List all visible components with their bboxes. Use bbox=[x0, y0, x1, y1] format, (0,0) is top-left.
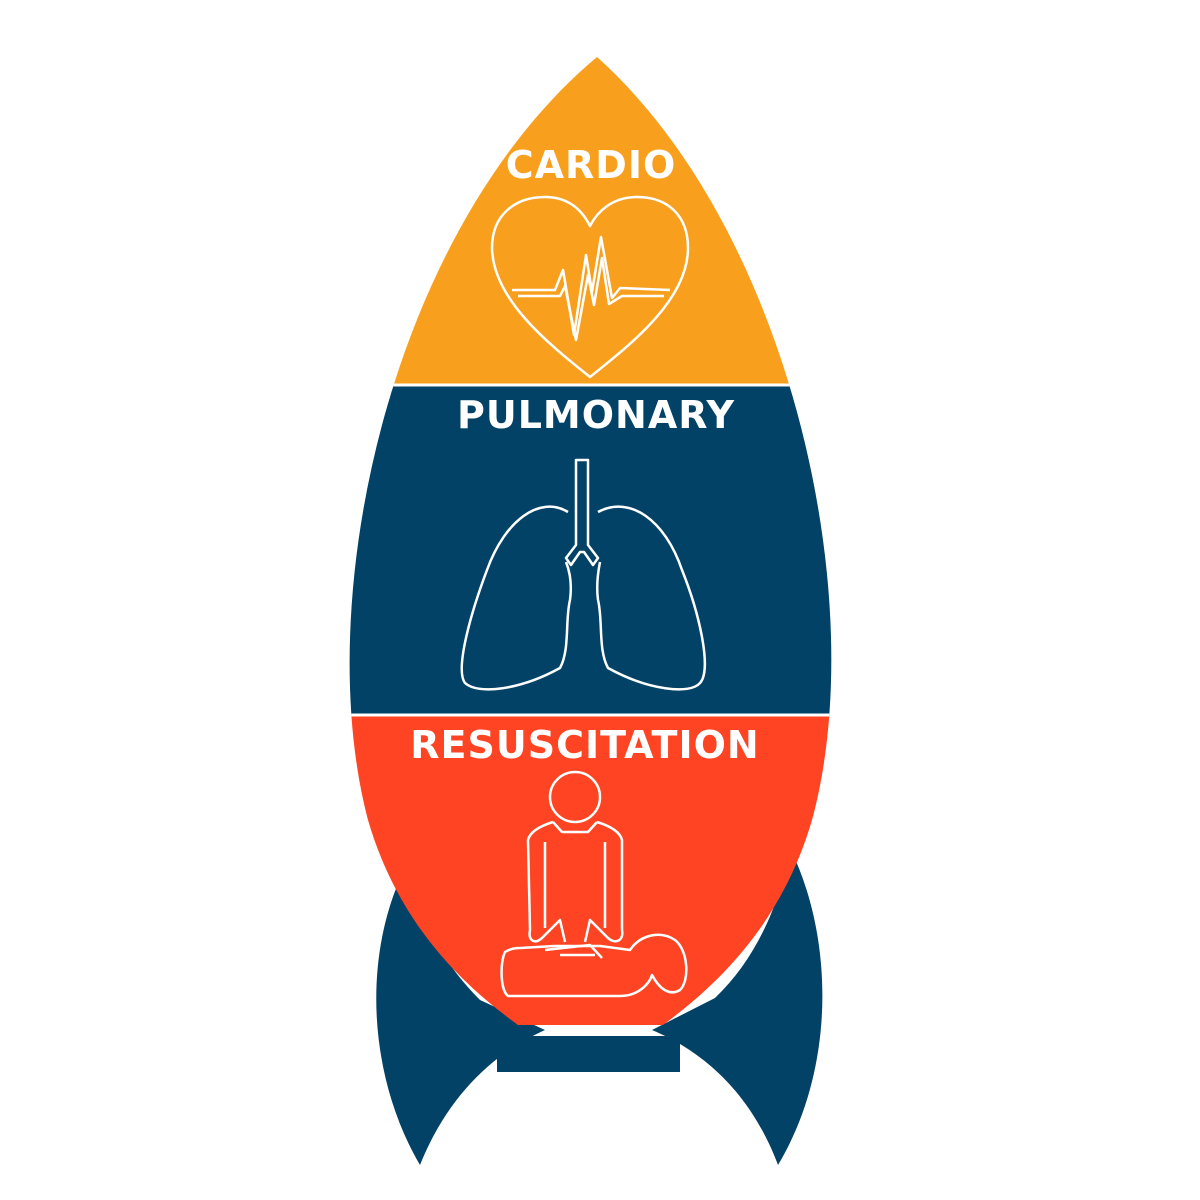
rocket-body bbox=[349, 57, 832, 1025]
cpr-person-icon bbox=[500, 770, 688, 998]
section-label-resuscitation: RESUSCITATION bbox=[410, 723, 759, 767]
rocket-nozzle bbox=[497, 1036, 680, 1072]
section-label-cardio: CARDIO bbox=[506, 143, 677, 187]
lungs-icon bbox=[460, 458, 707, 691]
right-fin bbox=[652, 848, 823, 1165]
heart-pulse-icon bbox=[490, 195, 690, 379]
section-label-pulmonary: PULMONARY bbox=[457, 393, 735, 437]
left-fin bbox=[376, 868, 545, 1165]
